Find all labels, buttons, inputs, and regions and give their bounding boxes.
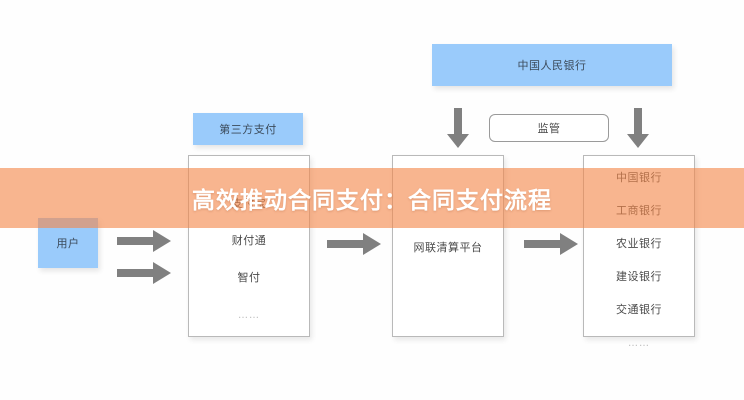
pboc-down-arrow-left: [446, 108, 470, 148]
thirdparty-list-item-tenpay: 财付通: [231, 234, 267, 247]
thirdparty-to-clearing-arrow: [327, 233, 381, 255]
node-central-bank-label: 中国人民银行: [517, 59, 587, 72]
bank-list-item-ccb: 建设银行: [616, 270, 662, 283]
bank-list-item-bocom: 交通银行: [616, 303, 662, 316]
node-thirdparty-header-label: 第三方支付: [219, 123, 277, 136]
node-supervision: 监管: [489, 114, 609, 142]
node-thirdparty-header: 第三方支付: [193, 113, 303, 145]
page-title: 高效推动合同支付：合同支付流程: [192, 188, 552, 214]
user-to-thirdparty-arrow-lower: [117, 262, 171, 284]
bank-list-item-ellipsis: ……: [628, 338, 650, 349]
user-to-thirdparty-arrow-upper: [117, 230, 171, 252]
bank-list-item-abc: 农业银行: [616, 237, 662, 250]
thirdparty-list-item-ellipsis: ……: [238, 310, 260, 321]
thirdparty-list-item-zhifu: 智付: [237, 271, 261, 284]
clearing-to-bank-arrow: [524, 233, 578, 255]
node-clearing-label: 网联清算平台: [413, 241, 483, 254]
pboc-down-arrow-right: [626, 108, 650, 148]
node-supervision-label: 监管: [537, 122, 561, 135]
title-overlay-band: 高效推动合同支付：合同支付流程: [0, 168, 744, 228]
node-user-label: 用户: [56, 237, 80, 250]
node-central-bank: 中国人民银行: [432, 44, 672, 86]
